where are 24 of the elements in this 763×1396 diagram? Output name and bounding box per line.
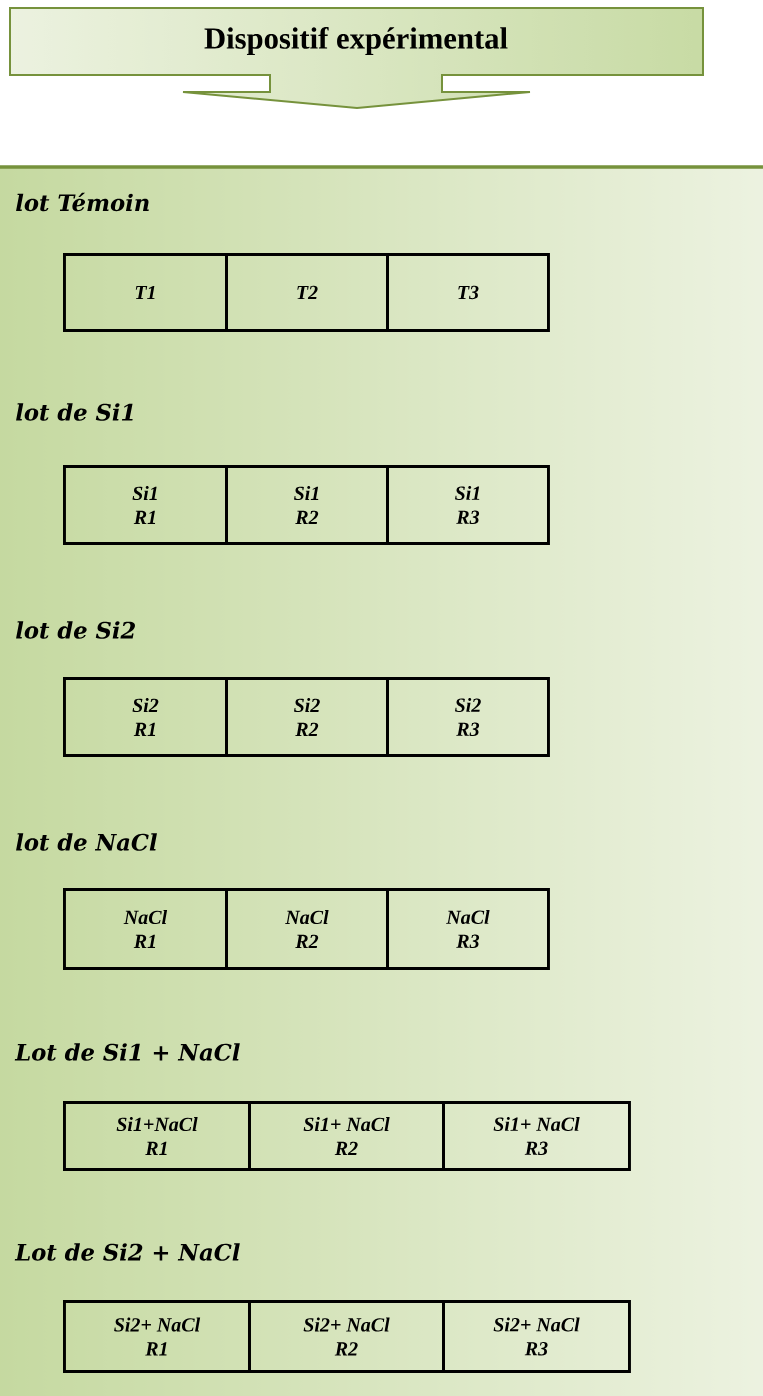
table-cell: NaCl R3 bbox=[386, 888, 550, 970]
table-cell: T1 bbox=[63, 253, 228, 332]
table-cell: Si1+NaCl R1 bbox=[63, 1101, 251, 1171]
group-heading: lot Témoin bbox=[16, 192, 149, 212]
table-cell: Si1 R3 bbox=[386, 465, 550, 545]
table-cell: Si1+ NaCl R3 bbox=[442, 1101, 631, 1171]
table-cell: Si2 R3 bbox=[386, 677, 550, 757]
table-cell: Si2 R2 bbox=[225, 677, 389, 757]
group-heading: lot de Si1 bbox=[16, 403, 133, 421]
table-cell: T3 bbox=[386, 253, 550, 332]
table-cell: Si2+ NaCl R3 bbox=[442, 1300, 631, 1373]
table-cell: Si2+ NaCl R1 bbox=[63, 1300, 251, 1373]
table-cell: NaCl R1 bbox=[63, 888, 228, 970]
group-heading: lot de NaCl bbox=[16, 833, 157, 851]
table-cell: Si1+ NaCl R2 bbox=[248, 1101, 445, 1171]
table-cell: T2 bbox=[225, 253, 389, 332]
group-heading: lot de Si2 bbox=[16, 621, 135, 639]
table-cell: NaCl R2 bbox=[225, 888, 389, 970]
table-cell: Si1 R2 bbox=[225, 465, 389, 545]
group-heading: Lot de Si1 + NaCl bbox=[14, 1043, 240, 1061]
table-cell: Si2 R1 bbox=[63, 677, 228, 757]
table-cell: Si1 R1 bbox=[63, 465, 228, 545]
table-cell: Si2+ NaCl R2 bbox=[248, 1300, 445, 1373]
group-heading: Lot de Si2 + NaCl bbox=[14, 1243, 240, 1261]
